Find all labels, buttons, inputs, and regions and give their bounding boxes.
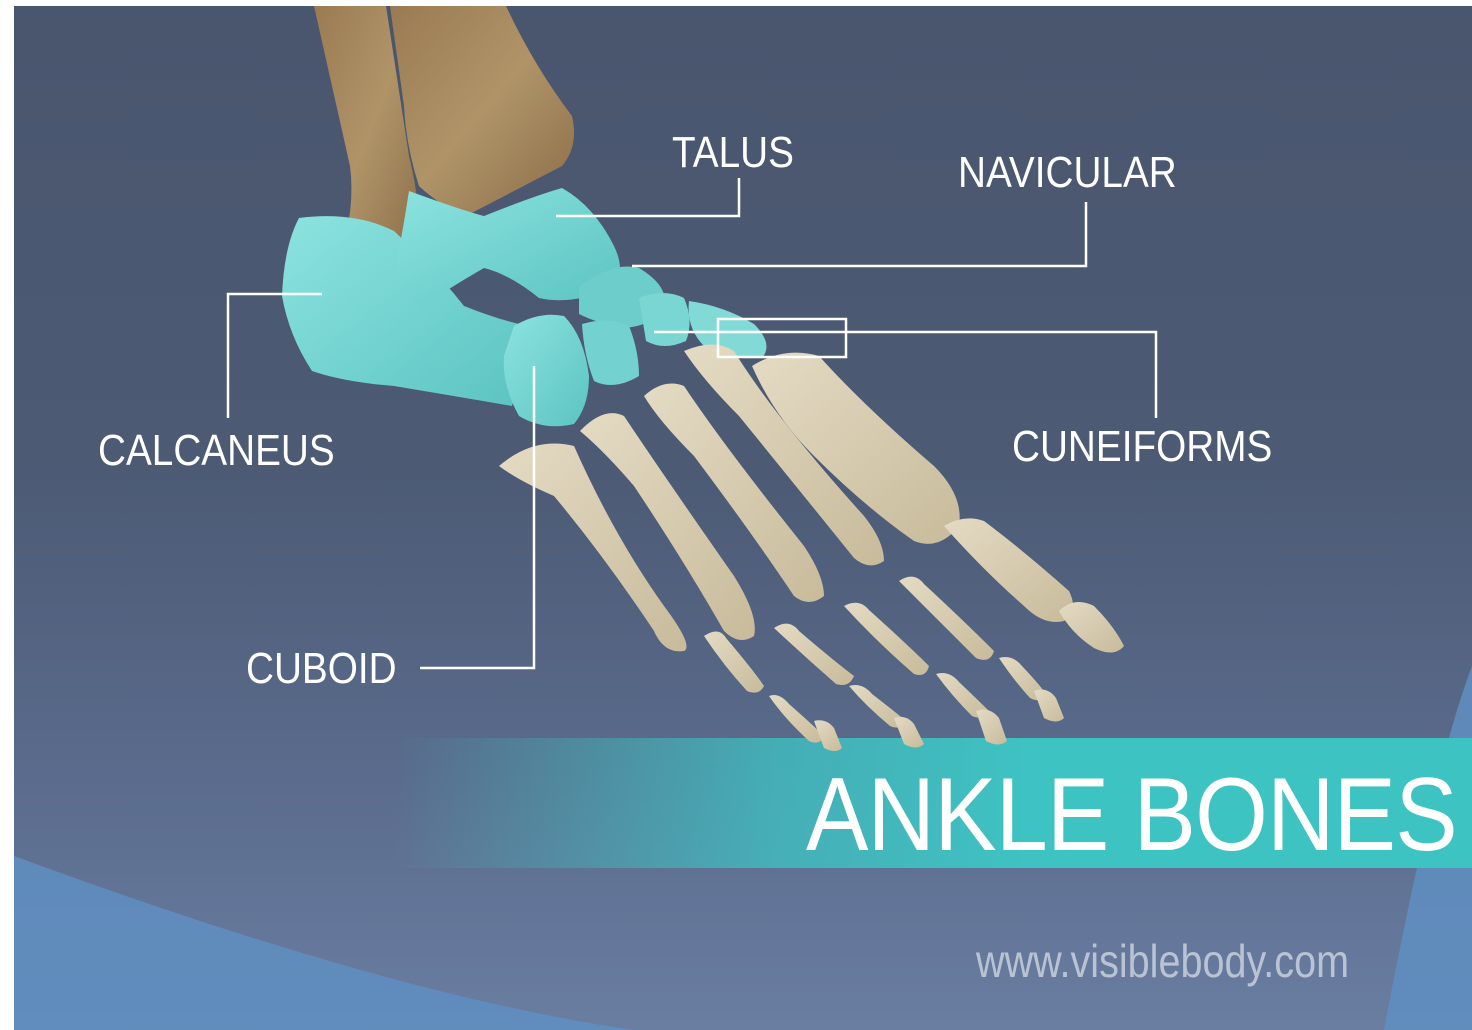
cuneiform-intermediate xyxy=(639,293,690,346)
phalanx-2a xyxy=(899,577,994,660)
phalanx-5a xyxy=(704,631,764,692)
tibia xyxy=(390,6,574,218)
background-arc xyxy=(14,856,634,1030)
phalanx-4a xyxy=(774,624,854,685)
phalanx-3a xyxy=(844,603,929,675)
cuboid-bone xyxy=(504,315,589,426)
diagram-title: ANKLE BONES xyxy=(806,756,1457,875)
phalanx-1b xyxy=(1059,602,1124,653)
phalanx-5b xyxy=(769,695,824,743)
navicular-label: NAVICULAR xyxy=(958,148,1177,198)
cuboid-label: CUBOID xyxy=(246,644,397,694)
tarsal-bones xyxy=(282,188,767,426)
phalanx-1a xyxy=(944,518,1073,622)
calcaneus-label: CALCANEUS xyxy=(98,426,335,476)
website-watermark: www.visiblebody.com xyxy=(976,934,1349,988)
cuneiforms-label: CUNEIFORMS xyxy=(1012,422,1272,472)
navicular-leader xyxy=(632,202,1086,266)
phalanx-2c xyxy=(1034,690,1064,722)
cuneiform-lateral xyxy=(582,320,639,385)
diagram-canvas: TALUS NAVICULAR CALCANEUS CUNEIFORMS CUB… xyxy=(14,6,1472,1030)
talus-label: TALUS xyxy=(672,128,794,178)
